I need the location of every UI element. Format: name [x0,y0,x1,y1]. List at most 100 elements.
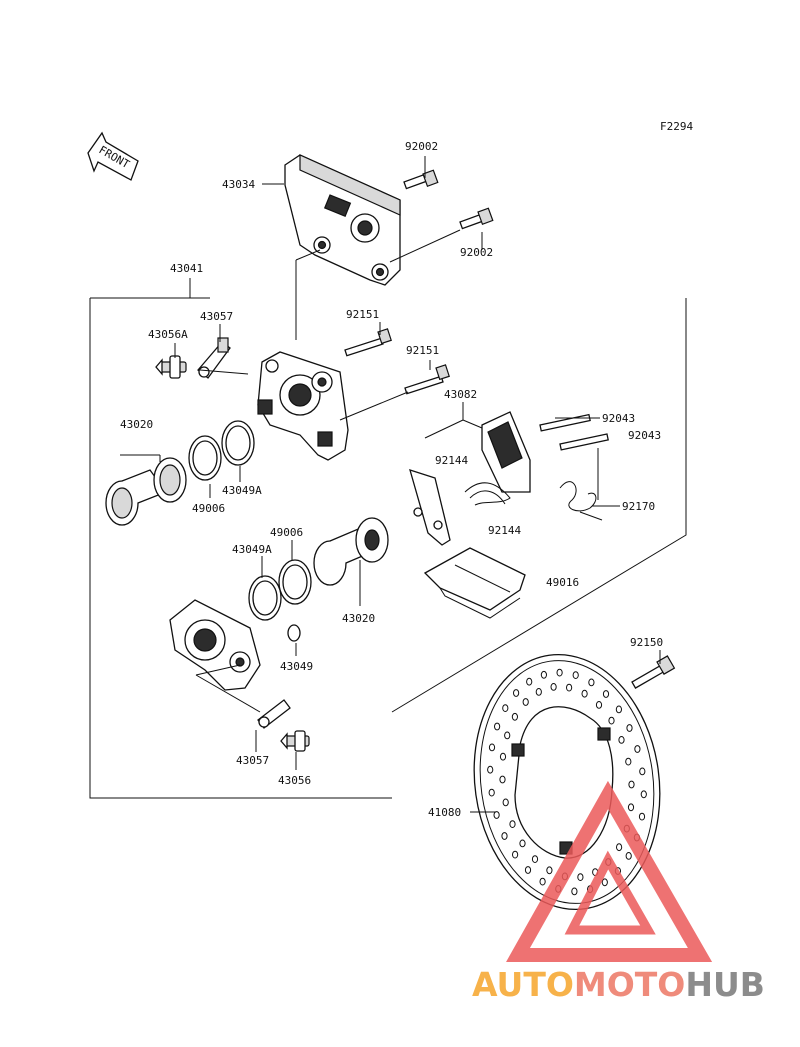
disc-vent-hole [615,705,623,714]
disc-vent-hole [608,716,615,725]
disc-vent-hole [504,731,511,740]
label-92150: 92150 [630,636,663,649]
label-43082: 43082 [444,388,477,401]
label-43041: 43041 [170,262,203,275]
disc-vent-hole [628,780,635,789]
disc-vent-hole [501,832,508,840]
label-43020-right: 43020 [342,612,375,625]
disc-vent-hole [487,765,494,774]
disc-vent-hole [499,775,506,784]
brake-pad-43082 [481,411,531,493]
warning-triangle-logo [506,780,713,962]
disc-bolt-92150 [631,655,676,689]
bleeder-valve-43056A [155,355,187,379]
disc-vent-hole [494,722,501,731]
label-92151-a: 92151 [346,308,379,321]
disc-vent-hole [522,698,529,706]
label-43056: 43056 [278,774,311,787]
label-43057-top: 43057 [200,310,233,323]
seal-43049A-left [221,420,255,466]
disc-vent-hole [524,866,532,874]
label-43049A-mid: 43049A [232,543,272,556]
disc-vent-hole [519,839,526,848]
label-41080: 41080 [428,806,461,819]
disc-vent-hole [577,873,584,881]
disc-vent-hole [601,878,608,887]
pad-shim-49016 [423,547,526,619]
disc-vent-hole [640,790,647,799]
disc-vent-hole [625,757,632,766]
label-43057-bottom: 43057 [236,754,269,767]
disc-vent-hole [571,887,578,896]
disc-vent-hole [639,767,646,776]
label-92144-a: 92144 [435,454,468,467]
disc-vent-hole [556,668,563,677]
label-92151-b: 92151 [406,344,439,357]
disc-vent-hole [602,690,610,698]
disc-vent-hole [509,820,516,828]
pin-bolt-92151-b [404,364,450,395]
disc-vent-hole [540,670,548,679]
disc-vent-hole [581,689,588,698]
disc-vent-hole [634,745,641,753]
bolt-92002-bottom [459,207,494,230]
label-43049: 43049 [280,660,313,673]
label-49006-mid: 49006 [270,526,303,539]
part-labels: 92002 43034 92002 43041 43057 43056A 921… [120,140,663,819]
piston-43020-lower [313,517,389,586]
disc-vent-hole [595,701,603,709]
disc-vent-hole [502,704,509,712]
watermark-moto: MOTO [574,965,685,1004]
front-arrow-icon: FRONT [87,131,139,181]
bolt-92002-top [403,169,439,190]
piston-43020-left [105,457,187,526]
disc-vent-hole [627,803,635,812]
label-49016: 49016 [546,576,579,589]
disc-vent-hole [512,850,519,859]
disc-vent-hole [625,852,632,860]
label-92002-bottom: 92002 [460,246,493,259]
disc-vent-hole [546,866,553,875]
disc-vent-hole [566,683,573,692]
watermark-hub: HUB [685,965,765,1004]
disc-vent-hole [539,877,546,886]
seal-49006-left [188,435,222,481]
label-92002-top: 92002 [405,140,438,153]
disc-vent-hole [499,752,507,761]
label-43034: 43034 [222,178,255,191]
automotohub-watermark-logo: AUTOMOTOHUB [472,780,765,1004]
pin-92043-b [559,433,609,451]
watermark-auto: AUTO [472,965,574,1004]
svg-text:AUTOMOTOHUB: AUTOMOTOHUB [472,965,765,1004]
disc-vent-hole [616,843,623,852]
disc-vent-hole [513,689,520,697]
label-92144-b: 92144 [488,524,521,537]
disc-vent-hole [488,788,495,797]
disc-vent-hole [572,671,579,679]
pin-bolt-92151-a [344,328,392,357]
disc-vent-hole [502,798,509,807]
disc-vent-hole [618,736,625,744]
bleeder-cap-43057-top [197,337,231,379]
spring-92144 [464,482,511,506]
figure-code: F2294 [660,120,693,133]
label-92170: 92170 [622,500,655,513]
pin-92043-a [539,413,591,432]
caliper-half-lower [169,599,261,691]
leader-lines [120,156,661,813]
clip-92170 [559,481,603,521]
disc-vent-hole [550,683,557,691]
caliper-bracket-43034 [284,154,401,286]
bleeder-cap-43057-bottom [257,699,291,729]
seal-43049A-lower [248,575,282,621]
disc-vent-hole [535,688,542,696]
washer-43049 [287,624,301,642]
seal-49006-lower [278,559,312,605]
pad-spring-plate [409,469,451,546]
label-43049A-top: 43049A [222,484,262,497]
disc-vent-hole [626,724,633,732]
disc-vent-hole [531,855,539,863]
disc-vent-hole [588,678,595,687]
caliper-body-43041 [257,351,349,461]
